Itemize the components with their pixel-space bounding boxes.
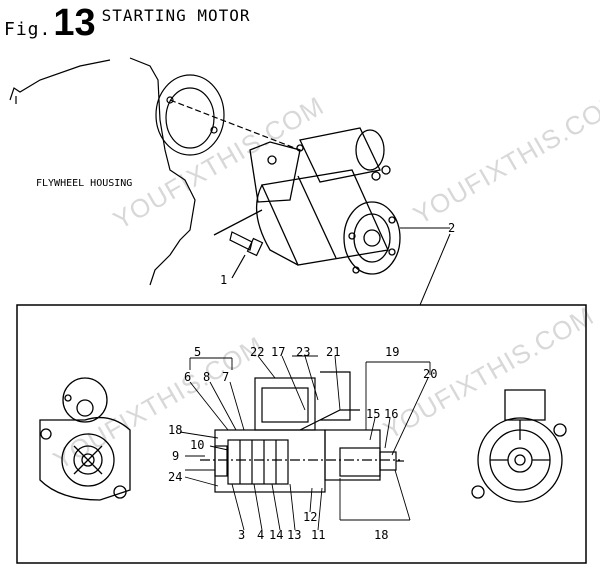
figure-title: STARTING MOTOR [101,6,251,25]
mounting-bolt [229,231,264,279]
callout-9: 9 [172,449,179,463]
callout-21: 21 [326,345,340,359]
watermark-1: YOUFIXTHIS.COM [108,90,329,235]
callout-24: 24 [168,470,182,484]
flywheel-housing-drawing [9,57,301,286]
callout-15: 15 [366,407,380,421]
callout-13: 13 [287,528,301,542]
callout-3: 3 [238,528,245,542]
watermark-group: YOUFIXTHIS.COM YOUFIXTHIS.COM YOUFIXTHIS… [48,85,600,475]
callout-19: 19 [385,345,399,359]
detail-frame [16,304,587,564]
watermark-2: YOUFIXTHIS.COM [408,85,600,230]
callout-11: 11 [311,528,325,542]
callout-10: 10 [190,438,204,452]
leader-lines [179,355,431,531]
callout-1: 1 [220,273,227,287]
starter-motor-assembly [213,127,401,275]
callout-2: 2 [448,221,455,235]
figure-header: Fig. 13 STARTING MOTOR [4,2,251,44]
callout-17: 17 [271,345,285,359]
callout-4: 4 [257,528,264,542]
callout-14: 14 [269,528,283,542]
callout-labels: 5 6 8 7 22 17 23 21 19 20 15 16 18 10 9 … [168,345,437,542]
callout-20: 20 [423,367,437,381]
callout-8: 8 [203,370,210,384]
callout-16: 16 [384,407,398,421]
figure-number: 13 [53,2,96,44]
callout-18-left: 18 [168,423,182,437]
callout-7: 7 [222,370,229,384]
callout-18-bottom: 18 [374,528,388,542]
watermark-4: YOUFIXTHIS.COM [378,300,599,445]
callout-5: 5 [194,345,201,359]
front-end-view [39,377,131,501]
flywheel-housing-label: FLYWHEEL HOUSING [36,178,132,189]
sectional-view [200,371,404,493]
callout-12: 12 [303,510,317,524]
callout-6: 6 [184,370,191,384]
figure-prefix: Fig. [4,19,52,40]
callout-22: 22 [250,345,264,359]
callout-23: 23 [296,345,310,359]
rear-end-view [471,389,567,503]
